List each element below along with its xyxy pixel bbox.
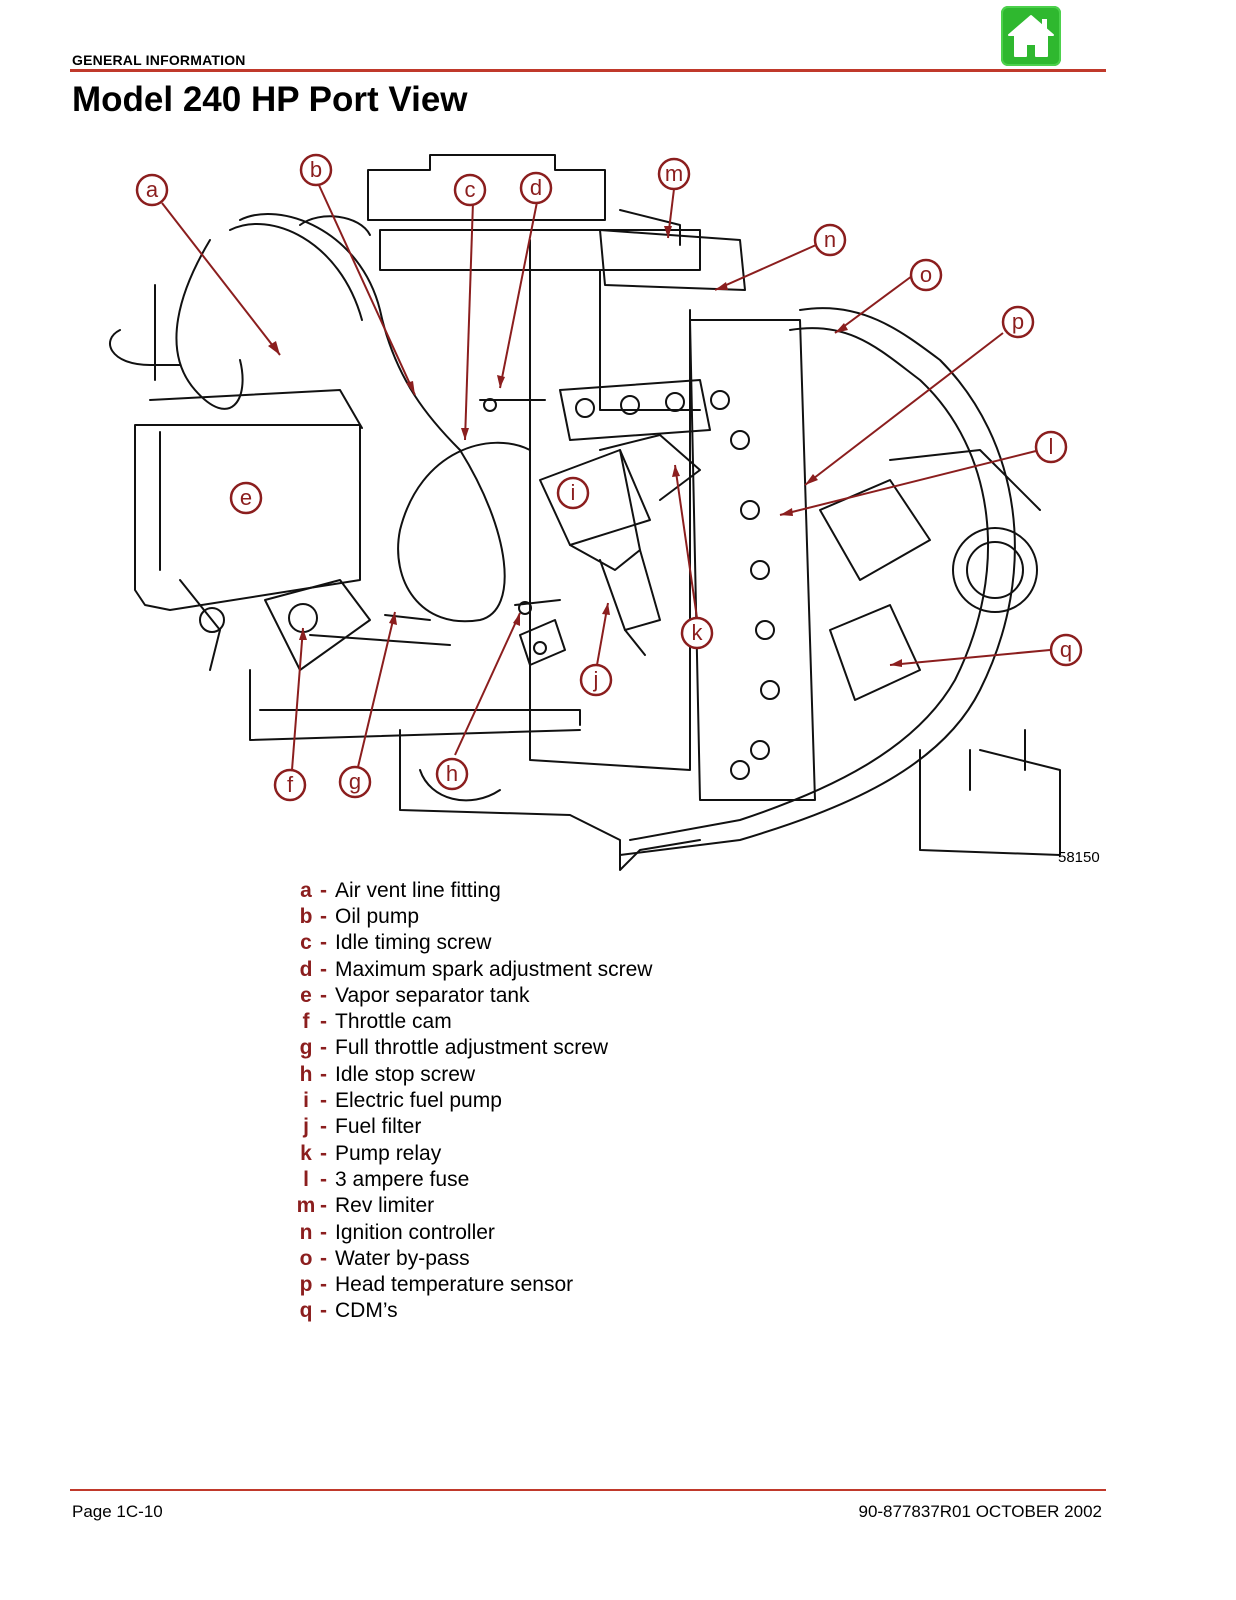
legend-key: e: [300, 983, 312, 1007]
legend-item: a-Air vent line fitting: [292, 877, 652, 903]
legend-label: Pump relay: [335, 1141, 442, 1165]
legend-key: l: [303, 1167, 309, 1191]
callout-h: h: [446, 761, 458, 786]
legend-key: p: [299, 1273, 313, 1297]
leader-lines: [161, 182, 1051, 771]
footer-rule: [70, 1489, 1106, 1491]
legend-label: Full throttle adjustment screw: [335, 1036, 609, 1060]
home-button[interactable]: [1001, 6, 1061, 66]
legend-label: Ignition controller: [335, 1220, 495, 1244]
legend-item: f-Throttle cam: [292, 1008, 652, 1034]
callout-a: a: [146, 177, 159, 202]
legend-key: q: [299, 1299, 313, 1323]
legend-key: k: [300, 1141, 312, 1165]
legend-item: g-Full throttle adjustment screw: [292, 1035, 652, 1061]
legend-key: j: [303, 1115, 309, 1139]
page-title: Model 240 HP Port View: [72, 80, 468, 119]
legend-label: Head temperature sensor: [335, 1273, 574, 1297]
legend-item: d-Maximum spark adjustment screw: [292, 956, 653, 982]
legend-item: b-Oil pump: [292, 903, 652, 929]
legend: a-Air vent line fitting b-Oil pump c-Idl…: [292, 877, 653, 1324]
callout-i: i: [571, 480, 576, 505]
legend-key: i: [303, 1089, 309, 1113]
legend-item: k-Pump relay: [292, 1140, 652, 1166]
legend-key: g: [299, 1036, 313, 1060]
legend-label: Fuel filter: [335, 1115, 422, 1139]
callout-circles: [135, 153, 1083, 802]
figure-number: 58150: [1058, 849, 1100, 866]
legend-label: Throttle cam: [335, 1010, 452, 1034]
legend-item: j-Fuel filter: [292, 1114, 652, 1140]
legend-key: h: [299, 1062, 313, 1086]
callout-g: g: [349, 769, 361, 794]
legend-label: CDM’s: [335, 1299, 398, 1323]
callout-d: d: [530, 175, 542, 200]
callout-k: k: [692, 620, 704, 645]
section-header: GENERAL INFORMATION: [72, 52, 246, 68]
legend-key: o: [299, 1246, 313, 1270]
callout-f: f: [287, 772, 294, 797]
legend-key: b: [299, 904, 313, 928]
legend-label: Oil pump: [335, 904, 420, 928]
legend-item: m-Rev limiter: [292, 1193, 652, 1219]
engine-diagram: a b c d e f g h i j k l m n o p q: [109, 153, 1083, 871]
callout-c: c: [465, 177, 476, 202]
legend-label: Water by-pass: [335, 1246, 470, 1270]
legend-item: o-Water by-pass: [292, 1245, 652, 1271]
leader-arrowheads: [268, 226, 902, 667]
home-icon: [1008, 15, 1054, 57]
legend-item: q-CDM’s: [292, 1298, 652, 1324]
legend-item: h-Idle stop screw: [292, 1061, 652, 1087]
callout-j: j: [593, 667, 599, 692]
legend-item: c-Idle timing screw: [292, 930, 652, 956]
legend-item: l-3 ampere fuse: [292, 1166, 652, 1192]
callout-n: n: [824, 227, 836, 252]
legend-label: 3 ampere fuse: [335, 1167, 470, 1191]
legend-label: Rev limiter: [335, 1194, 435, 1218]
callout-q: q: [1060, 637, 1072, 662]
callout-e: e: [240, 485, 252, 510]
legend-label: Idle timing screw: [335, 931, 492, 955]
callout-b: b: [310, 157, 322, 182]
legend-item: i-Electric fuel pump: [292, 1087, 652, 1113]
legend-key: c: [300, 931, 312, 955]
legend-key: f: [302, 1010, 310, 1034]
legend-key: a: [300, 878, 312, 902]
legend-key: d: [299, 957, 313, 981]
callout-p: p: [1012, 309, 1024, 334]
legend-item: e-Vapor separator tank: [292, 982, 652, 1008]
page-number: Page 1C-10: [72, 1502, 163, 1521]
callout-o: o: [920, 262, 932, 287]
legend-label: Maximum spark adjustment screw: [335, 957, 653, 981]
document-id: 90-877837R01 OCTOBER 2002: [858, 1502, 1102, 1521]
legend-label: Idle stop screw: [335, 1062, 476, 1086]
legend-key: n: [299, 1220, 313, 1244]
legend-item: n-Ignition controller: [292, 1219, 652, 1245]
callout-l: l: [1049, 434, 1054, 459]
legend-label: Electric fuel pump: [335, 1089, 502, 1113]
legend-item: p-Head temperature sensor: [292, 1271, 652, 1297]
header-rule: [70, 69, 1106, 72]
legend-label: Vapor separator tank: [335, 983, 530, 1007]
callout-m: m: [665, 161, 683, 186]
legend-label: Air vent line fitting: [335, 878, 501, 902]
callout-labels: a b c d e f g h i j k l m n o p q: [146, 157, 1072, 797]
legend-key: m: [296, 1194, 316, 1218]
